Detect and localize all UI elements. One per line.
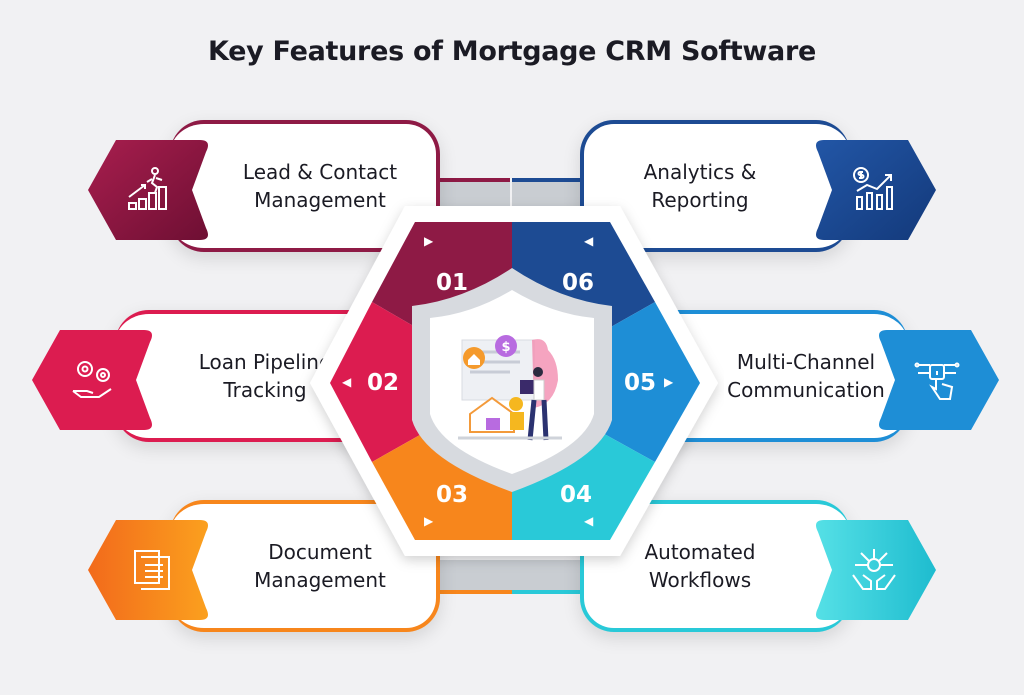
connector-bar <box>430 560 512 594</box>
chart-dollar-icon <box>853 167 893 210</box>
badge-analytics <box>812 140 936 240</box>
feature-card-analytics: Analytics &Reporting <box>580 120 850 252</box>
feature-number-04: 04 <box>560 482 593 508</box>
arrow-right-icon: ▶ <box>424 234 434 248</box>
page-title: Key Features of Mortgage CRM Software <box>207 36 816 67</box>
arrow-left-icon: ◀ <box>342 375 352 389</box>
svg-text:$: $ <box>501 340 510 355</box>
badge-multichannel <box>875 330 999 430</box>
badge-document <box>88 520 212 620</box>
arrow-left-icon: ◀ <box>584 234 594 248</box>
gears-hand-icon <box>72 361 112 398</box>
center-hexagon: $ <box>310 206 718 556</box>
arrow-left-icon: ◀ <box>584 514 594 528</box>
badge-loan-pipeline <box>32 330 156 430</box>
arrow-right-icon: ▶ <box>424 514 434 528</box>
document-icon <box>134 550 170 590</box>
mortgage-illustration: $ <box>458 335 562 441</box>
stairs-climb-icon <box>128 167 167 210</box>
feature-number-06: 06 <box>562 270 595 296</box>
arrow-right-icon: ▶ <box>664 375 674 389</box>
badge-lead-contact <box>88 140 212 240</box>
feature-number-02: 02 <box>367 370 400 396</box>
feature-number-05: 05 <box>624 370 657 396</box>
touch-network-icon <box>914 362 960 400</box>
badge-automated <box>812 520 936 620</box>
feature-number-03: 03 <box>436 482 469 508</box>
hands-network-icon <box>852 549 896 590</box>
connector-bar <box>512 560 592 594</box>
feature-number-01: 01 <box>436 270 469 296</box>
